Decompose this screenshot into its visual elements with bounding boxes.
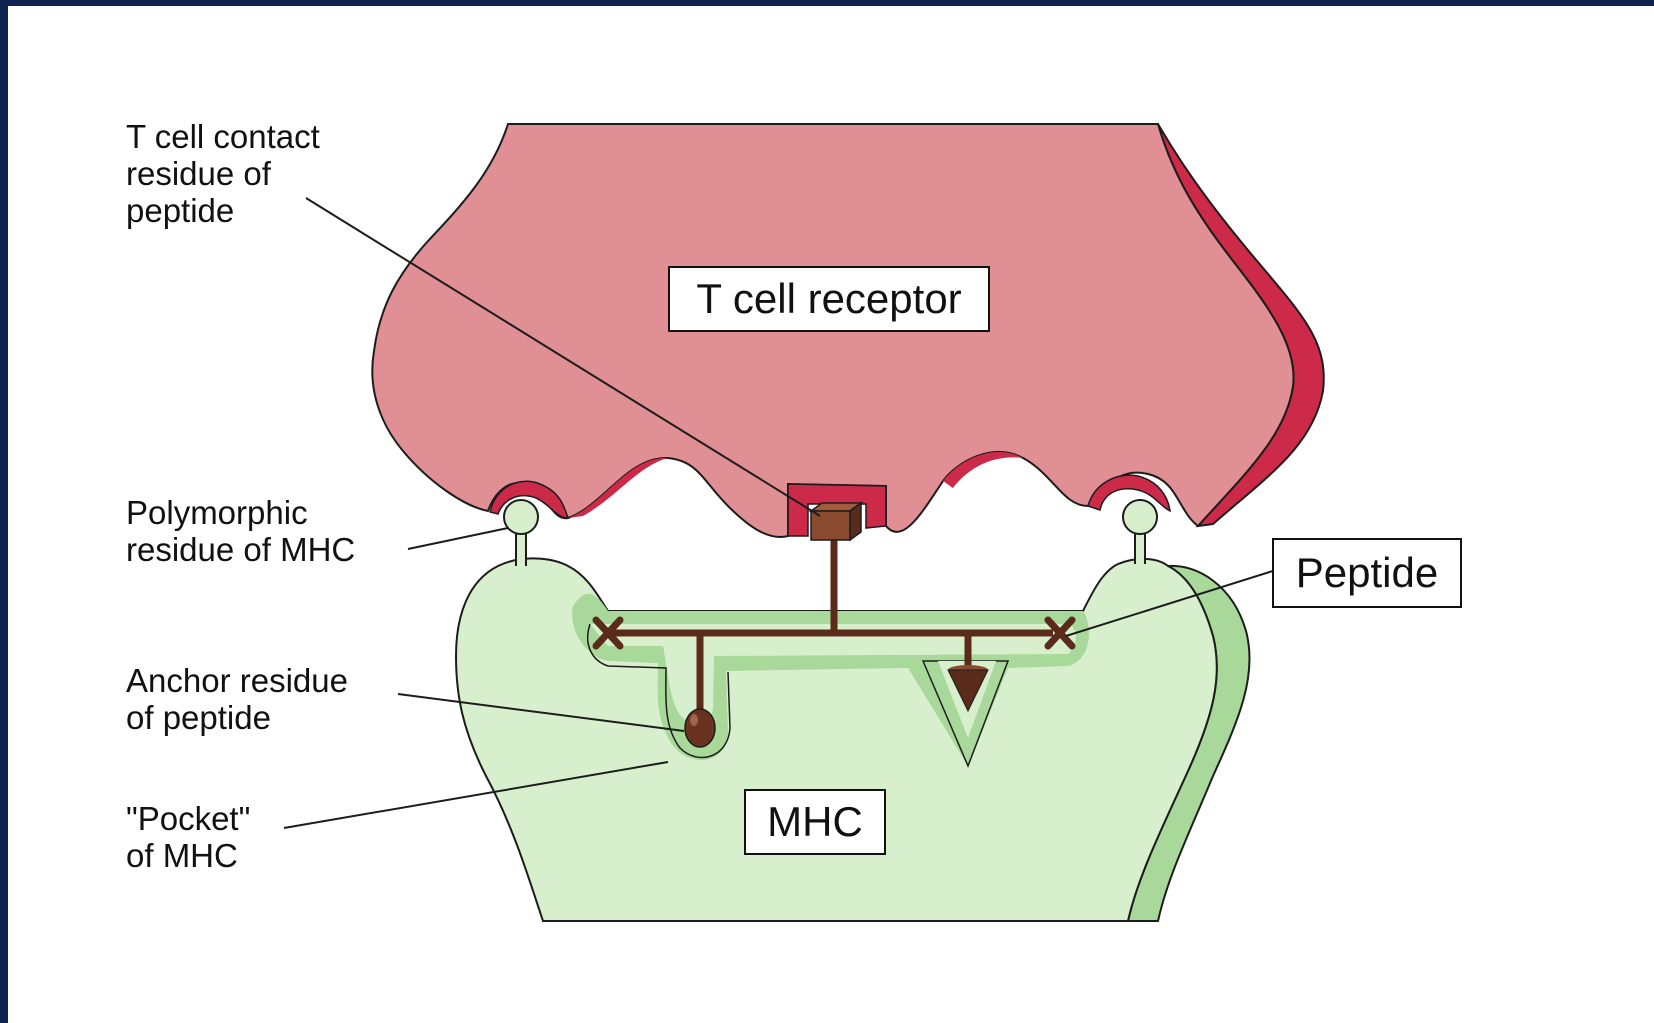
callout-anchor: Anchor residue of peptide (126, 662, 348, 736)
callout-pocket: "Pocket" of MHC (126, 800, 250, 874)
brown-cube-icon (811, 503, 861, 540)
mhc-label: MHC (744, 789, 886, 855)
green-ball-icon (1123, 500, 1157, 534)
drop-highlight (690, 714, 698, 726)
callout-polymorphic: Polymorphic residue of MHC (126, 494, 355, 568)
diagram-frame: T cell receptor MHC Peptide T cell conta… (8, 6, 1654, 1023)
polymorphic-stalk-left-fill (517, 531, 525, 566)
green-ball-icon (504, 500, 538, 534)
callout-tcell-contact: T cell contact residue of peptide (126, 118, 320, 229)
tcr-label: T cell receptor (668, 266, 990, 332)
polymorphic-stalk-right-fill (1136, 531, 1144, 564)
brown-drop-icon (685, 709, 715, 747)
peptide-label: Peptide (1272, 538, 1462, 608)
leader-polymorphic (408, 528, 508, 549)
